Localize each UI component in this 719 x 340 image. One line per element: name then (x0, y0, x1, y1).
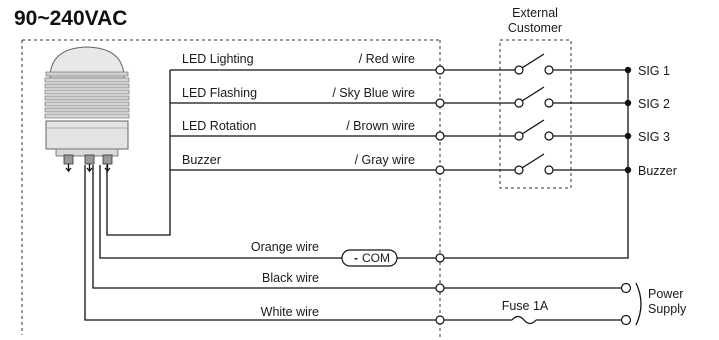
white-wire (84, 165, 436, 321)
black-wire (92, 165, 436, 289)
voltage-title: 90~240VAC (14, 7, 127, 30)
terminal-com (435, 253, 445, 263)
signal-bus-wire (106, 70, 171, 236)
com-terminal: - COM (341, 249, 398, 267)
signal-tower-icon (44, 46, 130, 173)
label-gray-wire: / Gray wire (355, 153, 415, 167)
terminal-white (435, 315, 445, 325)
node-sig2 (624, 99, 632, 107)
power-terminal-2 (620, 314, 632, 326)
external-switch-box (499, 39, 572, 189)
customer-label: Customer (508, 21, 562, 35)
terminal-buzzer (435, 165, 445, 175)
node-sig1 (624, 66, 632, 74)
label-led-flashing: LED Flashing (182, 86, 257, 100)
terminal-label-buzzer: Buzzer (638, 164, 677, 178)
label-red-wire: / Red wire (359, 52, 415, 66)
common-rail (444, 70, 629, 259)
device-enclosure (21, 39, 441, 340)
terminal-label-sig3: SIG 3 (638, 130, 670, 144)
label-orange-wire: Orange wire (251, 240, 319, 254)
terminal-label-sig2: SIG 2 (638, 97, 670, 111)
orange-wire (99, 165, 436, 259)
power-supply-label-2: Supply (648, 302, 687, 316)
com-minus-sign: - (354, 251, 358, 265)
label-brown-wire: / Brown wire (346, 119, 415, 133)
terminal-sig1 (435, 65, 445, 75)
label-black-wire: Black wire (262, 271, 319, 285)
com-label: COM (362, 251, 390, 265)
fuse-label: Fuse 1A (502, 299, 549, 313)
label-buzzer: Buzzer (182, 153, 221, 167)
label-white-wire: White wire (261, 305, 319, 319)
terminal-label-sig1: SIG 1 (638, 64, 670, 78)
terminal-sig3 (435, 131, 445, 141)
label-led-rotation: LED Rotation (182, 119, 256, 133)
label-led-lighting: LED Lighting (182, 52, 254, 66)
terminal-sig2 (435, 98, 445, 108)
node-buzzer (624, 166, 632, 174)
power-terminal-1 (620, 282, 632, 294)
power-supply-label-1: Power (648, 287, 683, 301)
node-sig3 (624, 132, 632, 140)
power-supply-bracket (635, 282, 642, 326)
switches (444, 53, 628, 175)
terminal-black (435, 283, 445, 293)
label-sky-blue-wire: / Sky Blue wire (332, 86, 415, 100)
fuse-icon (511, 315, 537, 325)
external-label: External (512, 6, 558, 20)
